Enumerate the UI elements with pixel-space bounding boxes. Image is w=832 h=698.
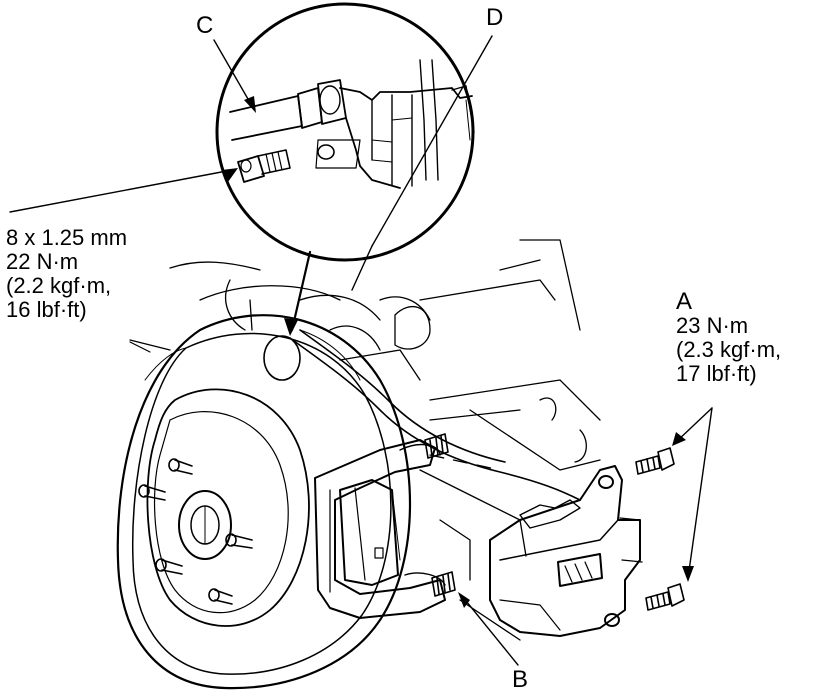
rotor-leader xyxy=(129,341,151,353)
caliper-bracket xyxy=(314,439,446,619)
detail-inset xyxy=(215,2,475,262)
bolt-torque-spec: 8 x 1.25 mm 22 N·m (2.2 kgf·m, 16 lbf·ft… xyxy=(6,226,127,322)
wheel-studs xyxy=(138,458,253,605)
bolt-torque-kgf: (2.2 kgf·m, xyxy=(6,273,112,298)
bolt-size: 8 x 1.25 mm xyxy=(6,225,128,250)
callout-a: A xyxy=(676,288,693,315)
callout-a-spec: A 23 N·m (2.3 kgf·m, 17 lbf·ft) xyxy=(676,290,781,386)
suspension-background xyxy=(129,239,601,641)
a-torque-nm: 23 N·m xyxy=(676,313,749,338)
callout-d: D xyxy=(486,4,504,31)
callout-b: B xyxy=(512,666,529,693)
leader-lines xyxy=(9,35,713,666)
mounting-bolt-upper xyxy=(635,447,675,475)
arrowheads xyxy=(222,96,694,608)
pin-bolt-lower xyxy=(431,571,456,597)
a-torque-kgf: (2.3 kgf·m, xyxy=(676,337,782,362)
bolt-torque-lbf: 16 lbf·ft) xyxy=(6,297,87,322)
callout-c: C xyxy=(196,12,214,39)
brake-hose xyxy=(263,329,581,501)
bolt-torque-nm: 22 N·m xyxy=(6,249,79,274)
mounting-bolt-lower xyxy=(645,583,685,611)
brake-rotor xyxy=(116,314,411,690)
a-torque-lbf: 17 lbf·ft) xyxy=(676,361,757,386)
caliper-body xyxy=(489,465,643,637)
